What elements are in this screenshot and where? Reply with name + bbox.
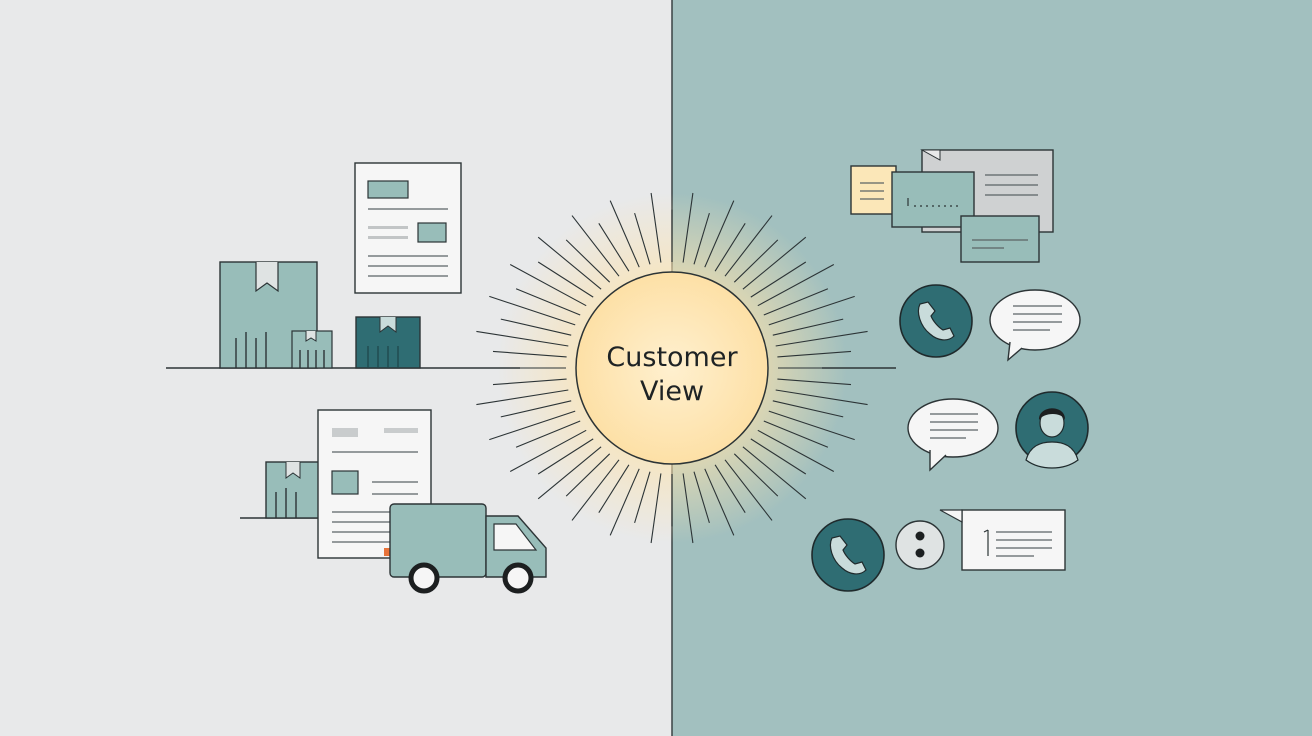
sunburst-ray: [650, 192, 662, 263]
sunburst-ray: [724, 459, 773, 521]
sunburst-ray: [757, 264, 835, 307]
sunburst-ray: [634, 471, 651, 524]
sunburst-ray: [500, 318, 572, 336]
sunburst-ray: [763, 288, 829, 316]
sunburst-ray: [492, 378, 567, 386]
sunburst-ray: [515, 288, 581, 316]
sunburst-ray: [650, 473, 662, 544]
sunburst-ray: [704, 468, 735, 536]
speech-bubble-icon: [989, 289, 1081, 362]
sunburst-ray: [742, 236, 807, 290]
sunburst-ray: [750, 438, 807, 475]
sunburst-ray: [509, 264, 587, 307]
sunburst-ray: [733, 239, 779, 283]
sunburst-ray: [509, 429, 587, 472]
sunburst-ray: [609, 468, 640, 536]
sunburst-rays: [472, 192, 872, 544]
sunburst-ray: [609, 200, 640, 268]
sunburst-ray: [537, 236, 602, 290]
speech-bubble-icon: [907, 398, 999, 472]
sunburst-ray: [537, 261, 594, 298]
sunburst-ray: [489, 410, 576, 441]
sunburst-ray: [763, 420, 829, 448]
avatar-icon: [1015, 391, 1089, 469]
sunburst-ray: [537, 446, 602, 500]
sunburst-ray: [777, 350, 852, 358]
invoice-icon: [317, 409, 432, 559]
small-box-icon: [291, 330, 333, 369]
phone-icon: [811, 518, 885, 592]
sunburst-ray: [777, 378, 852, 386]
sunburst-ray: [682, 192, 694, 263]
chat-dots-icon: [895, 520, 945, 570]
sunburst-ray: [750, 261, 807, 298]
sunburst-ray: [476, 330, 569, 347]
center-title-line1: Customer: [606, 342, 738, 373]
sunburst-ray: [565, 453, 611, 497]
sunburst-ray: [693, 471, 710, 524]
message-window-icon: [939, 509, 1066, 571]
sunburst-ray: [565, 239, 611, 283]
sunburst-ray: [714, 223, 746, 272]
phone-icon: [899, 284, 973, 358]
box-icon: [265, 461, 321, 519]
sunburst-ray: [634, 212, 651, 265]
sunburst-ray: [768, 410, 855, 441]
center-title-line2: View: [640, 376, 704, 407]
sunburst-ray: [571, 459, 620, 521]
sunburst-ray: [492, 350, 567, 358]
sunburst-ray: [489, 295, 576, 326]
sunburst-ray: [537, 438, 594, 475]
sunburst-ray: [571, 215, 620, 277]
sunburst-ray: [775, 389, 868, 406]
sunburst-ray: [598, 464, 630, 513]
sunburst-ray: [693, 212, 710, 265]
sunburst-ray: [757, 429, 835, 472]
sunburst-ray: [772, 318, 844, 336]
message-window-icon: [850, 149, 1054, 263]
sunburst-ray: [714, 464, 746, 513]
sunburst-ray: [724, 215, 773, 277]
sunburst-ray: [704, 200, 735, 268]
sunburst-ray: [775, 330, 868, 347]
sunburst-ray: [476, 389, 569, 406]
dark-box-icon: [355, 316, 421, 369]
sunburst-ray: [598, 223, 630, 272]
sunburst-ray: [742, 446, 807, 500]
sunburst-ray: [772, 400, 844, 418]
document-icon: [354, 162, 462, 294]
sunburst-ray: [515, 420, 581, 448]
delivery-truck-icon: [389, 503, 547, 594]
center-circle: [575, 271, 769, 465]
sunburst-ray: [500, 400, 572, 418]
sunburst-ray: [733, 453, 779, 497]
sunburst-ray: [768, 295, 855, 326]
sunburst-ray: [682, 473, 694, 544]
